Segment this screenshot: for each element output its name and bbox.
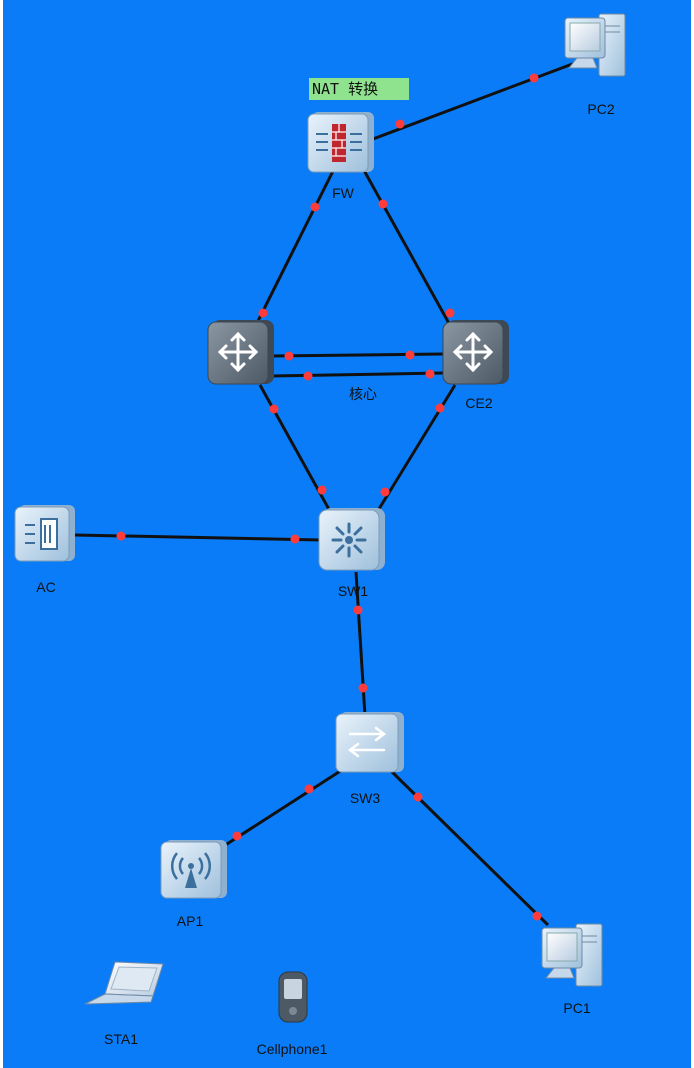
device-label-sta1: STA1: [104, 1031, 138, 1047]
topology-diagram: [14, 13, 626, 1023]
switch-l3-icon[interactable]: [442, 320, 509, 385]
port-dot: [395, 119, 405, 129]
cellphone-icon[interactable]: [278, 971, 308, 1023]
port-dot: [358, 683, 368, 693]
device-label-ap1: AP1: [176, 913, 204, 929]
firewall-icon[interactable]: [307, 112, 374, 173]
port-dot: [290, 534, 300, 544]
pc-icon[interactable]: [541, 923, 603, 987]
link-sw3-pc1[interactable]: [386, 766, 550, 927]
port-dot: [269, 404, 279, 414]
switch-icon[interactable]: [335, 712, 404, 773]
port-dot: [445, 308, 455, 318]
device-label-sw3: SW3: [349, 790, 381, 806]
device-label-cellphone1: Cellphone1: [256, 1041, 328, 1057]
link-fw-ce1[interactable]: [244, 164, 338, 346]
access-controller-icon[interactable]: [14, 505, 75, 562]
device-label-ac: AC: [36, 579, 56, 595]
laptop-icon[interactable]: [84, 961, 164, 1005]
port-dot: [258, 308, 268, 318]
port-dot: [413, 792, 423, 802]
device-label-pc2: PC2: [587, 101, 615, 117]
link-ac-sw1[interactable]: [74, 533, 322, 542]
device-label-pc1: PC1: [563, 1000, 591, 1016]
port-dot: [232, 831, 242, 841]
device-label-ce2: CE2: [465, 395, 493, 411]
port-dot: [532, 911, 542, 921]
port-dot: [303, 371, 313, 381]
topology-canvas: NAT 转换 PC2 FW 核心 CE2 AC SW1 SW3 AP1 PC1 …: [3, 0, 691, 1068]
link-fw-ce2[interactable]: [359, 164, 463, 346]
device-label-fw: FW: [332, 185, 354, 201]
link-ce1-ce2-a[interactable]: [270, 352, 444, 358]
links-layer: [74, 61, 576, 927]
link-ce1-ce2-b[interactable]: [270, 371, 444, 378]
port-dot: [284, 351, 294, 361]
port-dot: [310, 202, 320, 212]
port-dot: [378, 199, 388, 209]
port-dot: [353, 605, 363, 615]
pc-icon[interactable]: [564, 13, 626, 77]
device-label-sw1: SW1: [337, 583, 369, 599]
port-dot: [425, 369, 435, 379]
link-fw-pc2[interactable]: [364, 61, 576, 144]
port-dot: [435, 403, 445, 413]
port-dot: [304, 784, 314, 794]
nat-annotation: NAT 转换: [309, 78, 409, 100]
port-dots: [116, 73, 542, 921]
port-dot: [405, 350, 415, 360]
access-point-icon[interactable]: [160, 840, 227, 899]
link-sw3-ap1[interactable]: [212, 766, 346, 855]
port-dot: [116, 531, 126, 541]
switch-l3-icon[interactable]: [207, 320, 274, 385]
port-dot: [317, 485, 327, 495]
core-switch-icon[interactable]: [318, 508, 385, 571]
port-dot: [380, 487, 390, 497]
device-label-core: 核心: [349, 386, 377, 402]
port-dot: [529, 73, 539, 83]
